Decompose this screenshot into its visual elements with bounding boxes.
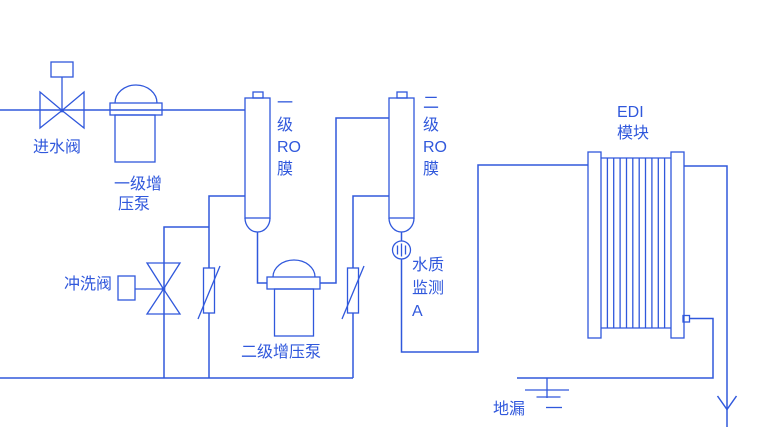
booster-pump-2-symbol <box>266 259 321 337</box>
flush-valve-label: 冲洗阀 <box>64 276 113 293</box>
edi-module-label: EDI 模块 <box>617 102 649 144</box>
throttle-valve-2-symbol <box>341 265 365 320</box>
ro-membrane-1-symbol <box>244 91 271 233</box>
monitor-label-line2: 监测 <box>412 280 445 297</box>
throttle-valve-1-symbol <box>197 265 221 320</box>
booster-pump-1-label-line2: 压泵 <box>118 196 151 213</box>
edi-module-symbol <box>587 151 685 339</box>
monitor-label-line3: A <box>412 303 423 320</box>
booster-pump-2-label: 二级增压泵 <box>241 344 322 361</box>
ro1-label-line2: 级 <box>277 117 294 134</box>
ro2-concentrate-pipe <box>352 195 389 378</box>
inlet-valve-label: 进水阀 <box>33 139 82 156</box>
booster-pump-1-symbol <box>109 84 163 163</box>
water-quality-monitor-label: 水质 监测 A <box>412 254 444 323</box>
ro1-label-line1: 一 <box>277 95 294 112</box>
ro2-label-line4: 膜 <box>423 161 440 178</box>
product-outlet-pipe <box>684 165 738 427</box>
ro-membrane-2-symbol <box>388 91 415 233</box>
ro1-concentrate-pipe <box>163 195 245 378</box>
pump2-outlet-pipe <box>320 117 389 284</box>
ro1-permeate-pipe <box>256 232 267 284</box>
ro-membrane-1-label: 一 级 RO 膜 <box>277 93 301 181</box>
edi-drain-pipe <box>517 314 714 379</box>
floor-drain-symbol <box>525 378 569 409</box>
monitor-label-line1: 水质 <box>412 257 445 274</box>
floor-drain-label: 地漏 <box>493 401 526 418</box>
inlet-valve-symbol <box>39 61 85 130</box>
edi-feed-pipe <box>400 164 588 353</box>
booster-pump-1-label-line1: 一级增 <box>114 176 163 193</box>
ro2-label-line3: RO <box>423 139 447 156</box>
ro1-label-line4: 膜 <box>277 161 294 178</box>
ro2-label-line2: 级 <box>423 117 440 134</box>
ro2-label-line1: 二 <box>423 95 440 112</box>
water-quality-monitor-symbol <box>391 232 412 260</box>
flush-valve-symbol <box>117 262 182 315</box>
edi-label-line2: 模块 <box>617 125 650 142</box>
edi-label-line1: EDI <box>617 104 644 121</box>
ro-membrane-2-label: 二 级 RO 膜 <box>423 93 447 181</box>
booster-pump-1-label: 一级增 压泵 <box>114 175 162 215</box>
ro1-label-line3: RO <box>277 139 301 156</box>
